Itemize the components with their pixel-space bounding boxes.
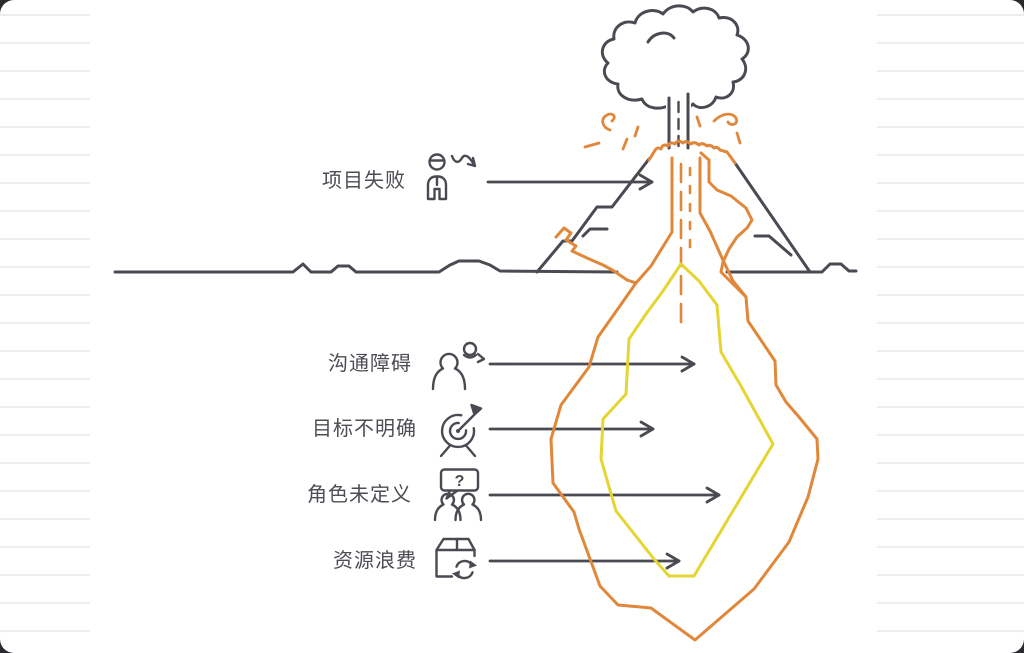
magma-chamber-outer	[549, 151, 820, 642]
arrow-cause-4	[488, 552, 681, 570]
label-project-failure: 项目失败	[322, 170, 406, 192]
arrow-cause-2	[488, 420, 655, 438]
volcano-body	[535, 157, 812, 274]
smoke-cloud	[600, 4, 750, 110]
undefined-roles-icon: ?	[433, 468, 483, 522]
lava-conduit	[634, 156, 748, 330]
communication-barrier-icon	[431, 341, 486, 391]
arrow-cause-1	[488, 355, 696, 373]
arrow-cause-3	[488, 486, 721, 504]
question-mark-glyph: ?	[455, 473, 465, 490]
ground-line	[113, 259, 858, 274]
lava-splashes	[583, 112, 742, 151]
pointer-arrows	[486, 173, 721, 570]
smoke-column	[667, 92, 690, 150]
person-decline-icon	[426, 153, 477, 201]
resource-waste-icon	[435, 537, 477, 580]
crater-rim	[647, 139, 737, 165]
label-communication-barrier: 沟通障碍	[328, 353, 412, 375]
label-undefined-roles: 角色未定义	[307, 484, 412, 506]
unclear-target-icon	[439, 403, 483, 458]
lined-paper-left	[0, 0, 90, 653]
arrow-surface	[486, 173, 654, 191]
lined-paper-right	[877, 0, 1024, 653]
magma-chamber-inner	[599, 262, 775, 578]
label-unclear-goals: 目标不明确	[312, 418, 417, 440]
label-resource-waste: 资源浪费	[333, 550, 417, 572]
